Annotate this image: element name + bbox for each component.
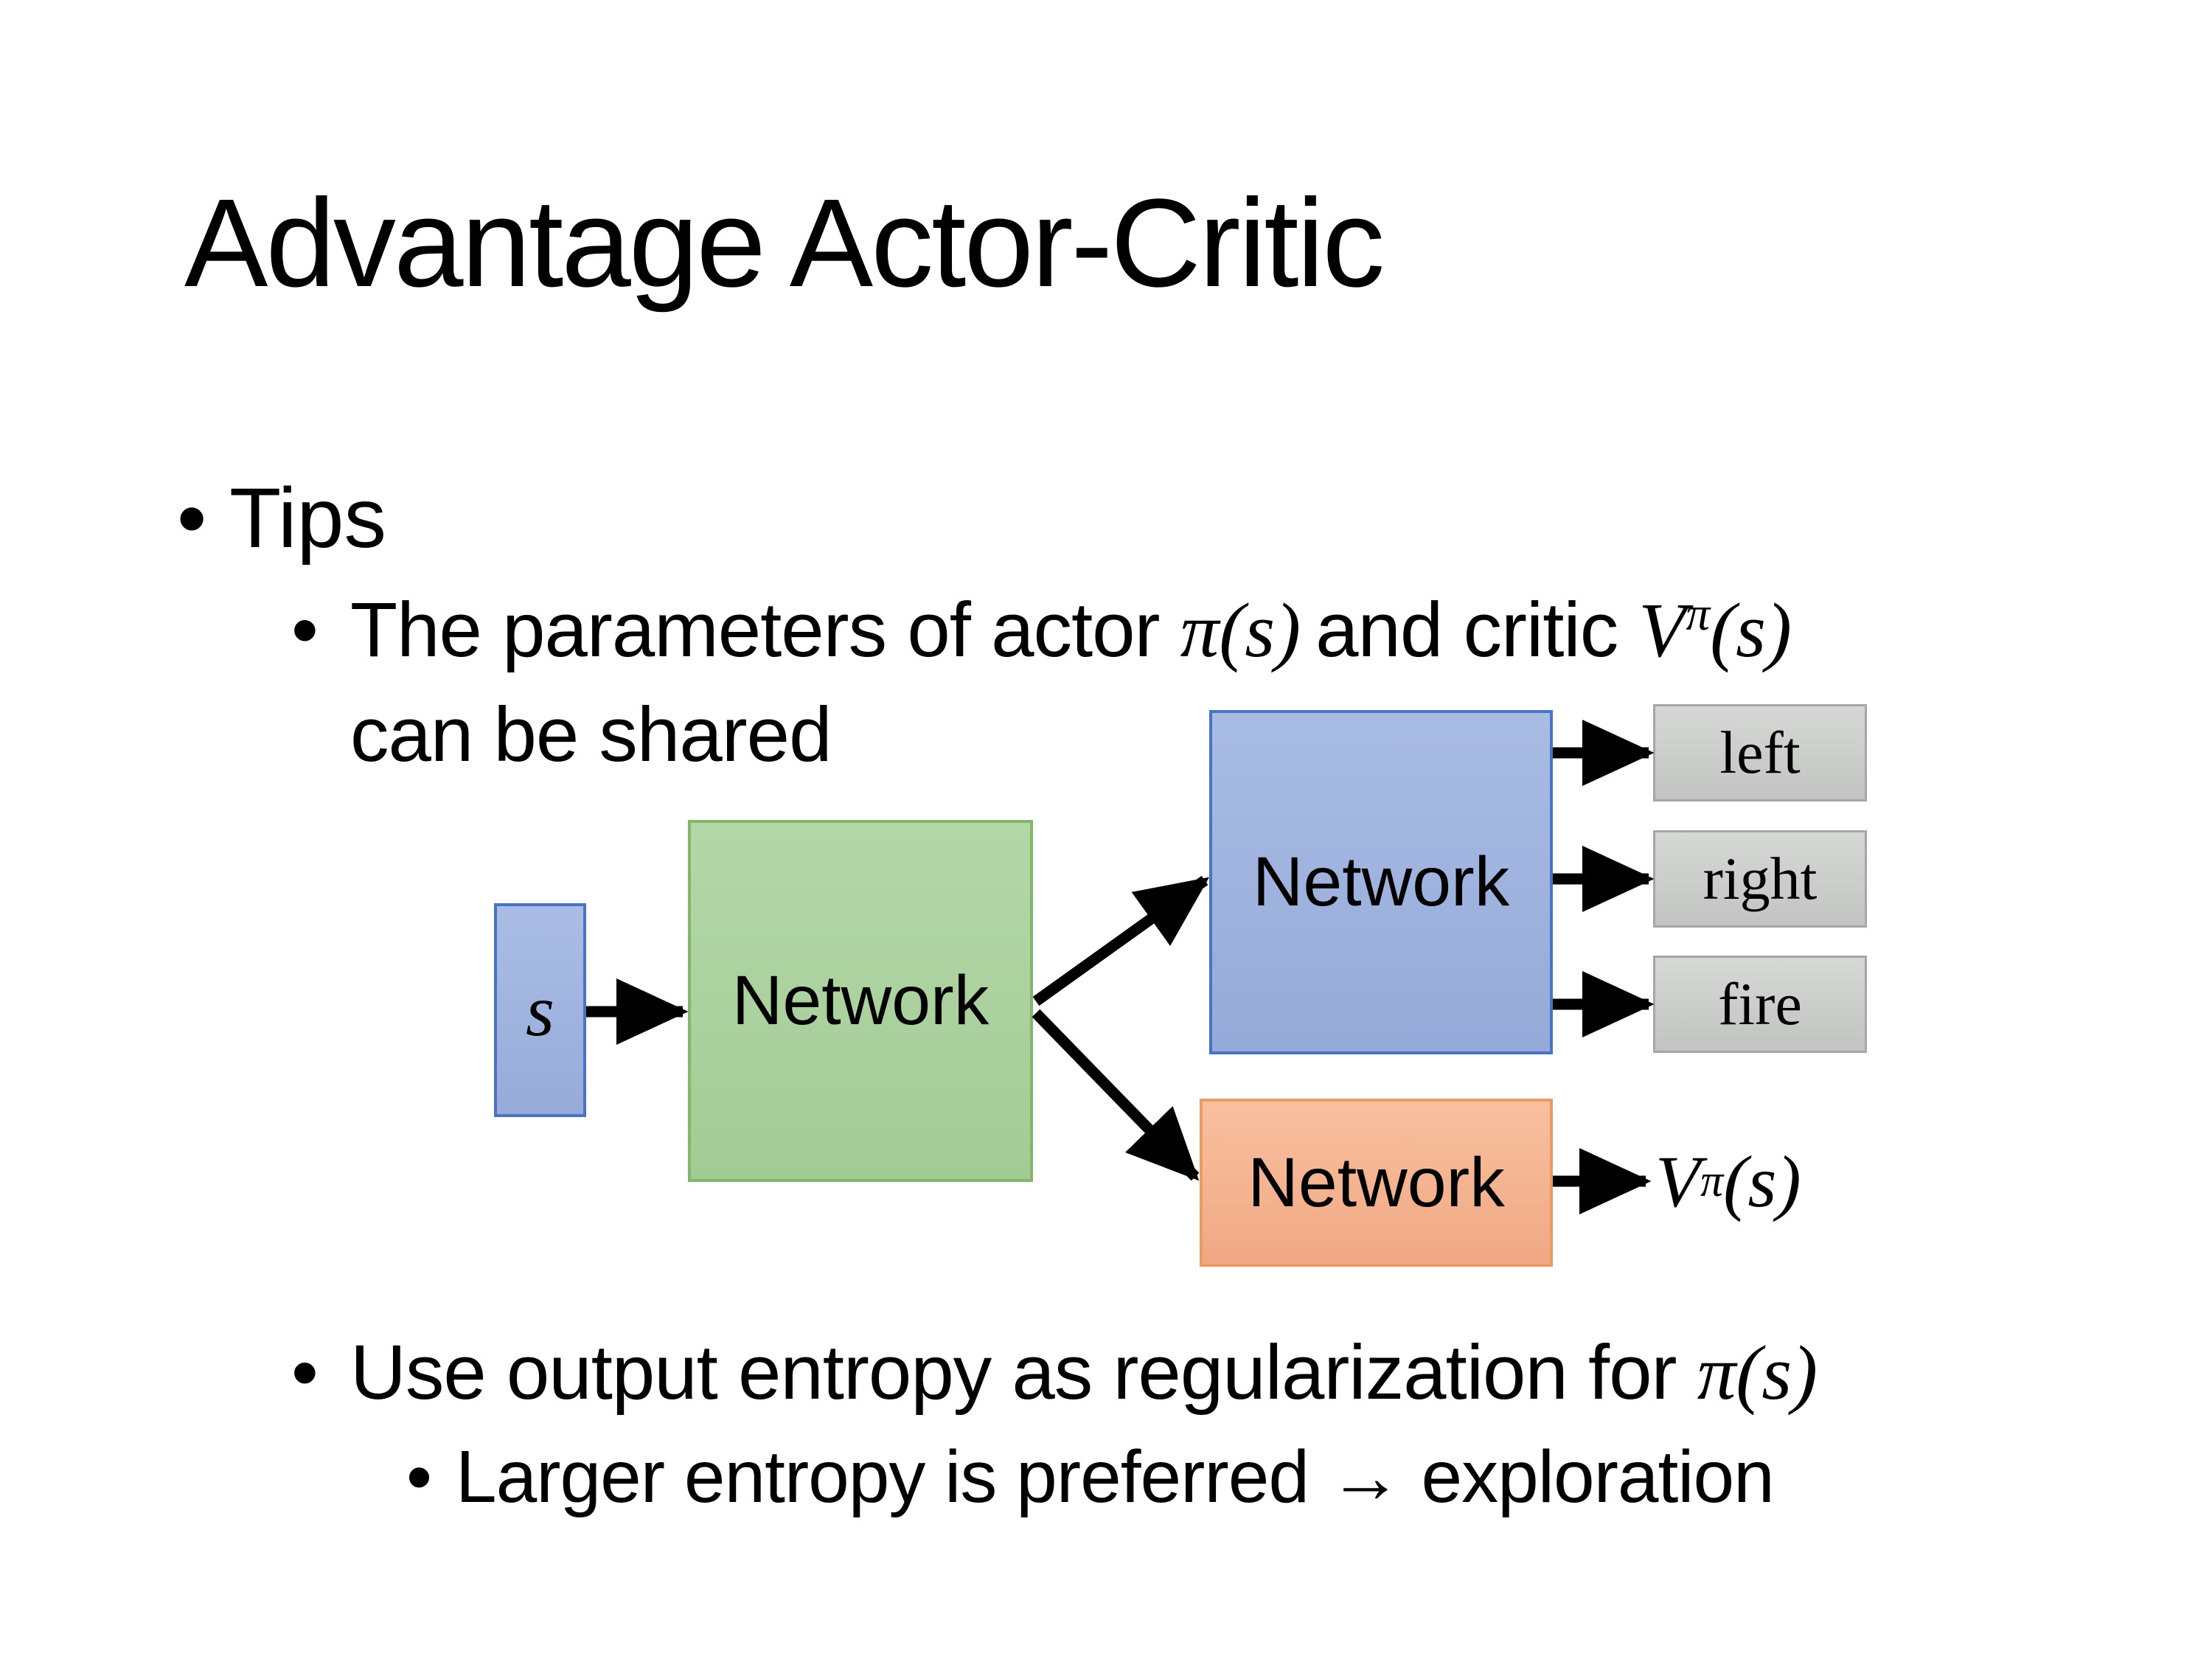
critic-v-sup: π xyxy=(1686,588,1711,641)
critic-network-box: Network xyxy=(1200,1099,1553,1267)
shared-params-text: The parameters of actor π(s)and critic V… xyxy=(350,578,1792,787)
state-box: s xyxy=(494,903,586,1117)
action-fire-label: fire xyxy=(1718,970,1802,1037)
critic-v-args: (s) xyxy=(1710,587,1792,673)
slide-title: Advantage Actor-Critic xyxy=(184,173,1385,313)
bullet-exploration: • Larger entropy is preferred → explorat… xyxy=(406,1429,1775,1525)
entropy-policy-math: π(s) xyxy=(1697,1329,1818,1416)
bullet-icon: • xyxy=(291,587,319,673)
action-right-label: right xyxy=(1703,845,1818,912)
bullet-entropy: • Use output entropy as regularization f… xyxy=(291,1321,1818,1425)
shared-network-label: Network xyxy=(731,961,990,1040)
critic-network-label: Network xyxy=(1248,1143,1505,1222)
critic-value-math: Vπ(s) xyxy=(1638,587,1792,673)
tips-label: Tips xyxy=(229,471,386,566)
entropy-prefix: Use output entropy as regularization for xyxy=(350,1329,1697,1416)
arrow-shared-to-critic xyxy=(1032,1009,1200,1181)
entropy-text: Use output entropy as regularization for… xyxy=(350,1321,1818,1425)
bullet-icon: • xyxy=(177,471,207,566)
shared-line2: can be shared xyxy=(350,691,832,778)
action-left-label: left xyxy=(1719,719,1801,786)
critic-v-base: V xyxy=(1638,587,1686,673)
shared-middle: and critic xyxy=(1315,587,1639,673)
bullet-icon: • xyxy=(406,1436,432,1518)
bullet-tips: • Tips xyxy=(177,467,386,569)
action-box-right: right xyxy=(1653,830,1867,928)
value-v-base: V xyxy=(1655,1140,1701,1222)
action-box-left: left xyxy=(1653,704,1867,801)
actor-policy-math: π(s) xyxy=(1180,587,1301,673)
shared-prefix: The parameters of actor xyxy=(350,587,1180,673)
bullet-shared-params: • The parameters of actor π(s)and critic… xyxy=(291,578,1792,787)
actor-network-label: Network xyxy=(1252,843,1510,921)
arrow-shared-to-actor xyxy=(1032,875,1210,1006)
exploration-label: Larger entropy is preferred → exploratio… xyxy=(456,1436,1775,1518)
shared-network-box: Network xyxy=(688,820,1033,1182)
action-box-fire: fire xyxy=(1653,956,1867,1053)
bullet-icon: • xyxy=(291,1329,319,1416)
value-v-args: (s) xyxy=(1723,1140,1801,1222)
actor-network-box: Network xyxy=(1209,710,1553,1054)
state-label: s xyxy=(526,969,554,1051)
